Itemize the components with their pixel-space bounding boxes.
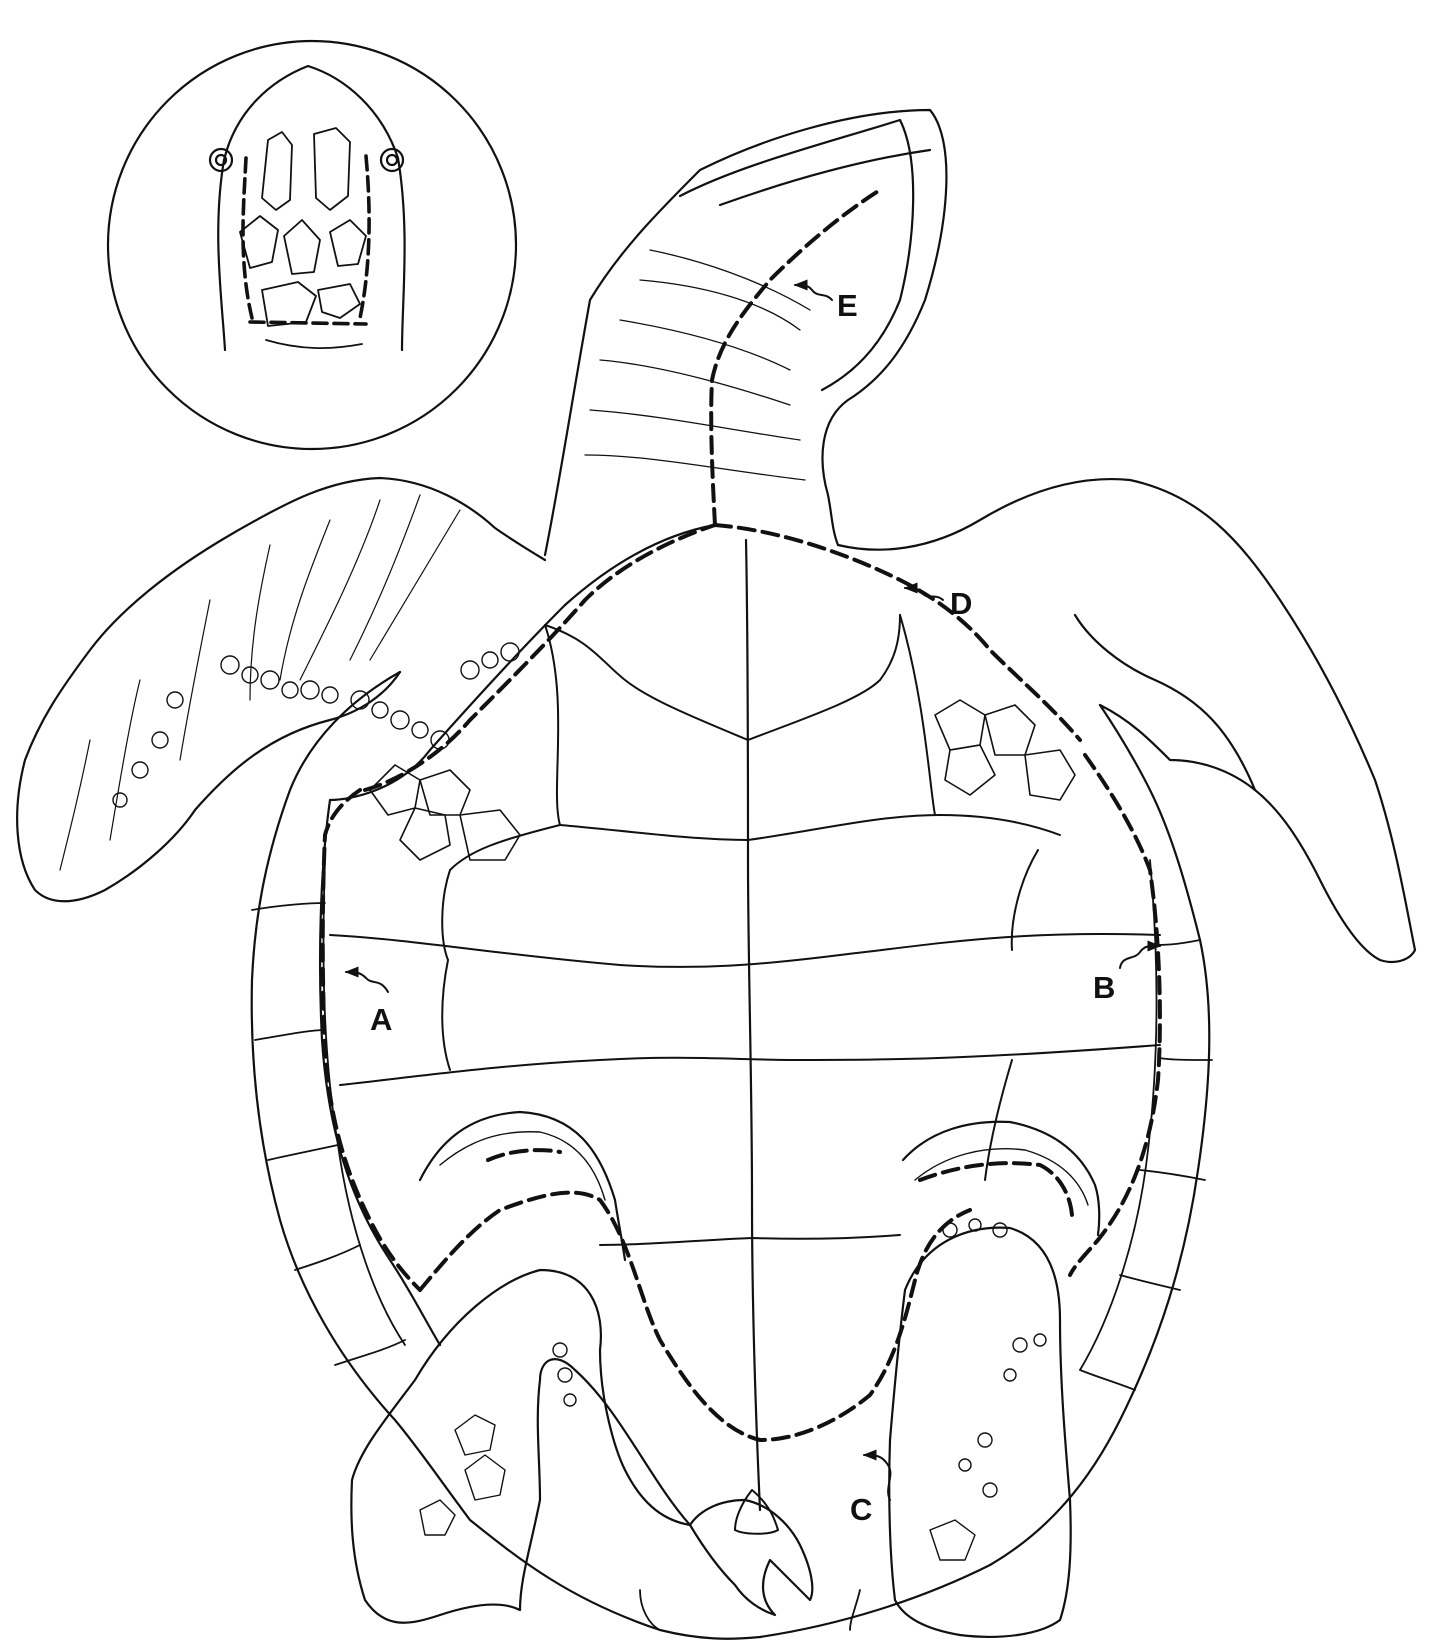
arrow-d	[905, 588, 943, 600]
left-hind-flipper-fold-2	[440, 1132, 605, 1200]
incision-front-shoulder-left	[365, 525, 715, 790]
left-hind-flipper-outline	[351, 1270, 690, 1623]
letter-labels: A B C D E	[370, 288, 1115, 1527]
inset-eyes	[210, 149, 403, 171]
right-hind-flipper-scales	[930, 1219, 1046, 1560]
left-front-flipper-veins	[60, 495, 460, 870]
carapace-inner-border-right	[1080, 860, 1157, 1370]
right-front-flipper	[838, 479, 1415, 962]
plastron	[320, 525, 1160, 1534]
right-hind-flipper-fold-2	[915, 1149, 1088, 1205]
incision-rear-left-flap	[488, 1150, 560, 1160]
head-neck	[545, 110, 946, 555]
incision-left-side	[323, 790, 420, 1290]
label-a: A	[370, 1002, 392, 1037]
marginal-scute-lines	[252, 903, 1212, 1630]
incision-rear-right-flap	[920, 1163, 1072, 1215]
label-d: D	[950, 586, 972, 621]
incision-rear	[420, 1193, 970, 1440]
incision-right-side	[1070, 755, 1160, 1275]
inset-circle	[108, 41, 516, 449]
arrow-e	[795, 285, 832, 300]
plastron-front-scales	[370, 700, 1075, 860]
right-hind-flipper-fold	[903, 1122, 1099, 1235]
plastron-midline	[746, 540, 760, 1510]
left-hind-flipper-fold	[420, 1112, 625, 1260]
inset-cut-lines	[243, 156, 369, 324]
tail	[690, 1500, 812, 1615]
inset-head-view	[108, 41, 516, 449]
neck-skin-folds	[585, 250, 810, 480]
label-c: C	[850, 1492, 872, 1527]
arrow-b	[1120, 946, 1160, 968]
head-outline	[545, 110, 946, 555]
right-front-flipper-fold	[1075, 615, 1255, 790]
tail-outline	[690, 1500, 812, 1615]
carapace-inner-border	[323, 860, 405, 1345]
left-hind-flipper	[351, 1112, 690, 1623]
inset-head-scales	[240, 128, 366, 348]
carapace	[252, 672, 1212, 1639]
head-inner-line-2	[720, 150, 930, 205]
carapace-outline	[252, 672, 1210, 1639]
right-front-flipper-outline	[838, 479, 1415, 962]
left-hind-flipper-scales	[420, 1343, 576, 1535]
incision-neck-e	[711, 190, 880, 525]
right-hind-flipper-outline	[889, 1228, 1070, 1637]
arrow-a	[346, 972, 388, 992]
label-b: B	[1093, 970, 1115, 1005]
label-e: E	[837, 288, 858, 323]
incision-front-shoulder-right	[715, 525, 1080, 740]
